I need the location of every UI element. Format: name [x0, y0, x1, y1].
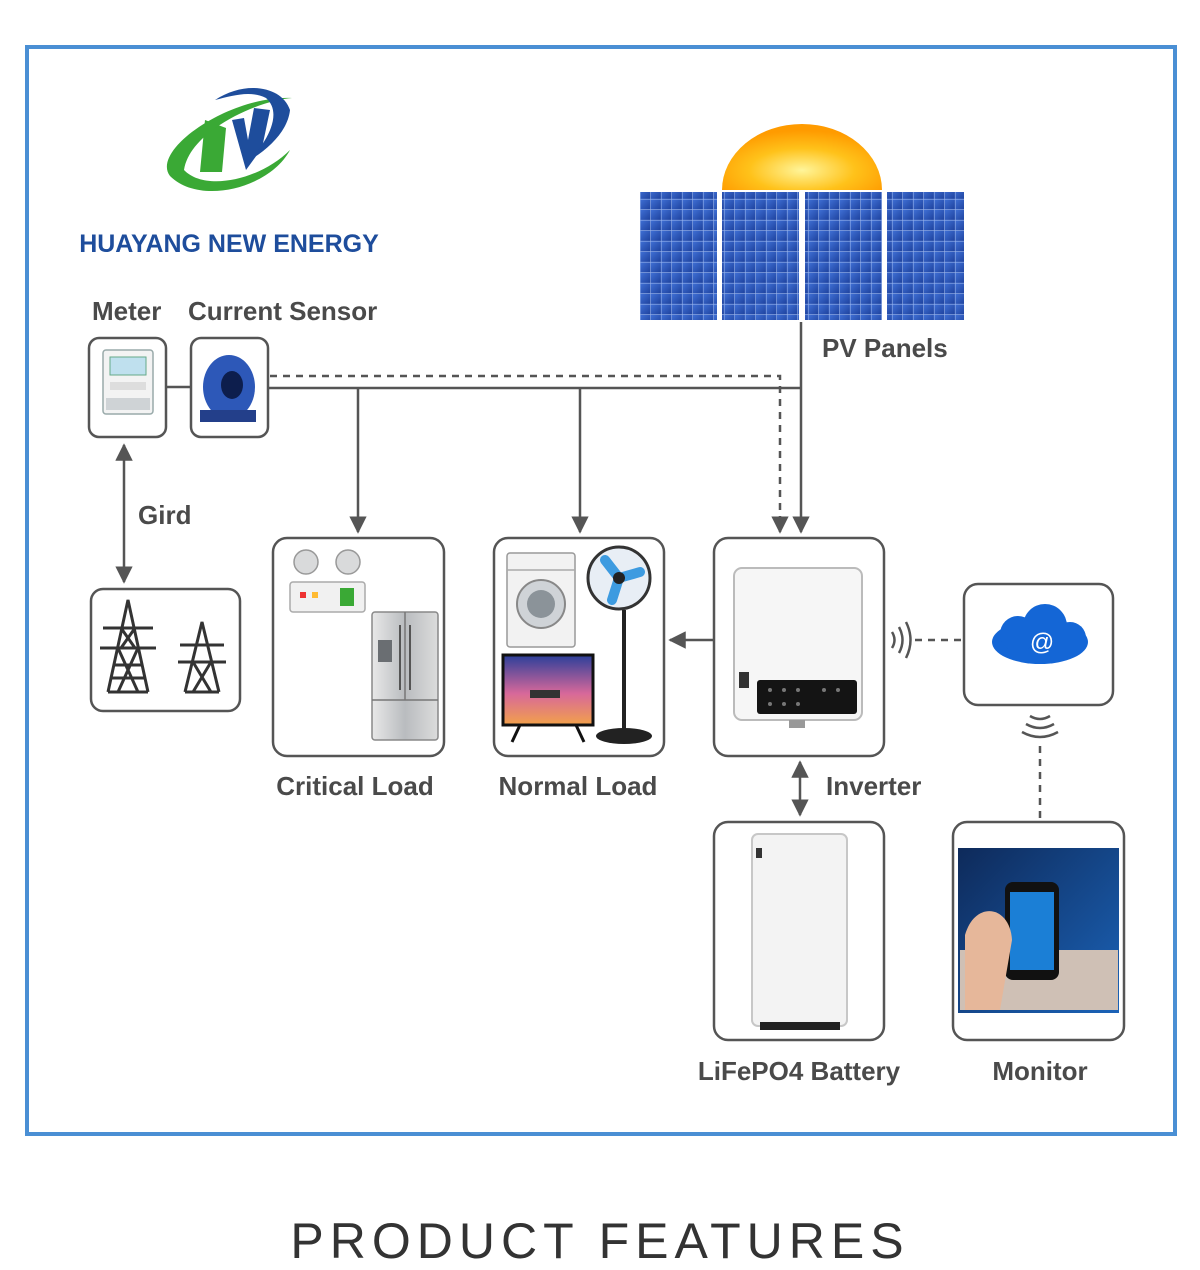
- cloud-box: @: [962, 582, 1115, 707]
- emergency-light-icon: [289, 549, 366, 613]
- inverter-box: [712, 536, 886, 758]
- meter-label: Meter: [92, 296, 161, 326]
- pv-panels-illustration: [640, 124, 964, 320]
- critical-load-box: [271, 536, 446, 758]
- battery-box: [712, 820, 886, 1042]
- huayang-logo: [166, 87, 292, 192]
- fan-icon: [586, 545, 652, 744]
- inverter-label: Inverter: [826, 771, 921, 801]
- normal-load-box: [492, 536, 666, 758]
- critical-load-label: Critical Load: [276, 771, 433, 801]
- meter-box: [87, 336, 168, 439]
- normal-load-label: Normal Load: [499, 771, 658, 801]
- monitor-box: [951, 820, 1126, 1042]
- cloud-icon: @: [992, 604, 1088, 664]
- washing-machine-icon: [506, 552, 576, 648]
- television-icon: [501, 653, 595, 743]
- section-title: PRODUCT FEATURES: [290, 1213, 910, 1269]
- monitor-label: Monitor: [992, 1056, 1087, 1086]
- current-sensor-label: Current Sensor: [188, 296, 377, 326]
- transmission-tower-icon: [100, 599, 226, 694]
- current-sensor-box: [189, 336, 270, 439]
- diagram-frame: [25, 45, 1177, 1136]
- at-sign-icon: @: [1030, 629, 1054, 656]
- refrigerator-icon: [371, 611, 439, 741]
- battery-label: LiFePO4 Battery: [698, 1056, 901, 1086]
- smartphone-icon: [1005, 882, 1059, 980]
- connection-lines: [115, 322, 1059, 820]
- grid-label: Gird: [138, 500, 191, 530]
- brand-name: HUAYANG NEW ENERGY: [79, 230, 379, 258]
- pv-panels-label: PV Panels: [822, 333, 948, 363]
- grid-box: [89, 587, 242, 713]
